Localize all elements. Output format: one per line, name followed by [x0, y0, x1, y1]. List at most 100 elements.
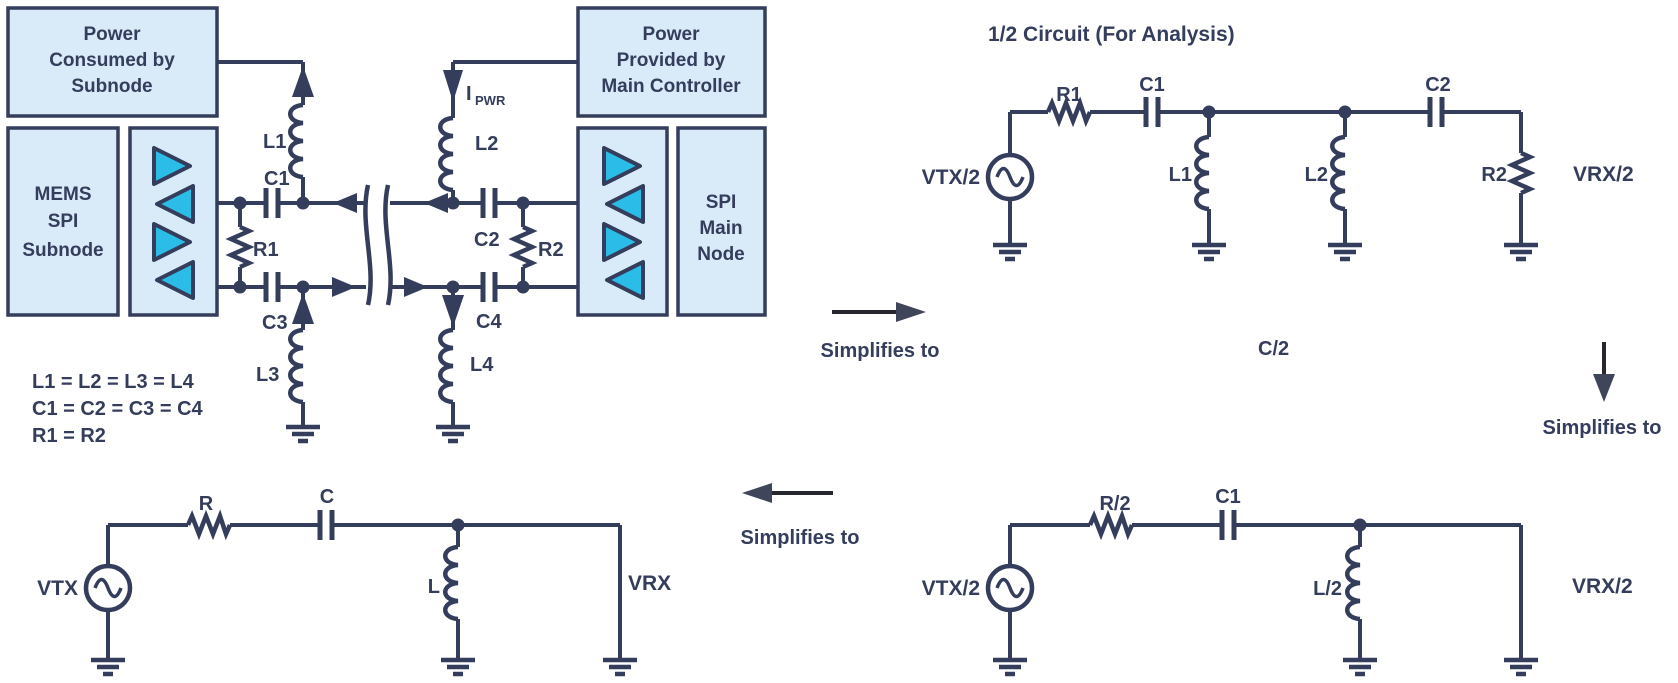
- c-half-annotation: C/2: [1258, 338, 1289, 360]
- vrx-label: VRX: [628, 572, 671, 595]
- r2-label: R2: [538, 239, 564, 261]
- power-consumed-label-line2: Consumed by: [49, 50, 175, 71]
- mems-label-line3: Subnode: [22, 240, 103, 261]
- spi-main-label-line1: SPI: [706, 192, 737, 213]
- c1-quarter-label: C1: [1215, 486, 1241, 508]
- r1-label: R1: [253, 239, 279, 261]
- r2-half-label: R2: [1481, 164, 1507, 186]
- inductor-l2-half: [1332, 137, 1345, 209]
- ground-icon: [1192, 245, 1226, 259]
- spi-bus-block-diagram: Power Consumed by Subnode Power Provided…: [6, 6, 767, 447]
- l2-half-label: L2: [1305, 164, 1328, 186]
- spi-main-node-box: [676, 126, 767, 317]
- c4-label: C4: [476, 311, 502, 333]
- buffer-triangle-right-icon: [602, 146, 642, 186]
- left-arrow-icon: [424, 193, 448, 213]
- vrx2-quarter-label: VRX/2: [1572, 575, 1633, 598]
- l1-half-label: L1: [1169, 164, 1192, 186]
- l2-label: L2: [475, 133, 498, 155]
- left-arrow-icon: [742, 483, 772, 503]
- ac-source-vtx2: [988, 155, 1032, 199]
- equation-capacitors: C1 = C2 = C3 = C4: [32, 398, 204, 420]
- r1-half-label: R1: [1056, 84, 1082, 106]
- current-down-arrow-icon: [442, 295, 464, 327]
- buffer-triangle-left-icon: [605, 260, 645, 300]
- buffer-triangle-left-icon: [155, 184, 195, 224]
- simplifies-left-annotation: Simplifies to: [741, 483, 860, 549]
- inductor-l1-half: [1196, 137, 1209, 209]
- ipwr-symbol: I: [466, 83, 472, 105]
- ground-icon: [1504, 245, 1538, 259]
- ground-icon: [91, 660, 125, 674]
- ground-icon: [993, 660, 1027, 674]
- c1-label: C1: [264, 168, 290, 190]
- power-consumed-label-line1: Power: [83, 24, 141, 45]
- mems-spi-subnode-box: [6, 126, 120, 317]
- power-consumed-label-line3: Subnode: [71, 76, 152, 97]
- ground-icon: [1328, 245, 1362, 259]
- inductor-l: [445, 547, 458, 619]
- ac-source-vtx: [86, 566, 130, 610]
- mems-label-line1: MEMS: [35, 184, 92, 205]
- right-arrow-icon: [896, 302, 926, 322]
- power-consumed-box: [6, 6, 219, 118]
- vtx2-quarter-label: VTX/2: [922, 577, 980, 600]
- right-arrow-icon: [332, 277, 356, 297]
- l3-label: L3: [256, 364, 279, 386]
- buffer-triangle-left-icon: [605, 184, 645, 224]
- inductor-l3: [290, 330, 303, 402]
- buffer-triangle-right-icon: [152, 222, 192, 262]
- r-label: R: [199, 493, 214, 515]
- cable-break-icon: [363, 184, 393, 306]
- simplifies-left-label: Simplifies to: [741, 527, 860, 549]
- ground-icon: [436, 427, 470, 441]
- ground-icon: [1343, 660, 1377, 674]
- inductor-l-half: [1347, 547, 1360, 619]
- l1-label: L1: [263, 131, 286, 153]
- capacitor-c3: [266, 272, 278, 302]
- capacitor-c1-half: [1146, 97, 1158, 127]
- inductor-l2: [440, 118, 453, 190]
- l2-power-branch: I PWR L2: [440, 60, 578, 203]
- c2-half-label: C2: [1425, 74, 1451, 96]
- current-up-arrow-icon: [292, 66, 314, 97]
- inductor-l1: [290, 105, 303, 177]
- simplifies-down-label: Simplifies to: [1543, 417, 1662, 439]
- resistor-r-half: [1090, 516, 1132, 534]
- miso-wire: C1 C2: [217, 168, 578, 251]
- c3-label: C3: [262, 312, 288, 334]
- ground-icon: [1504, 660, 1538, 674]
- l-half-label: L/2: [1313, 578, 1342, 600]
- mainnode-buffer-triangles: [602, 146, 645, 300]
- equation-resistors: R1 = R2: [32, 425, 106, 447]
- vtx-label: VTX: [37, 577, 78, 600]
- capacitor-c1: [266, 188, 278, 218]
- power-provided-label-line1: Power: [642, 24, 700, 45]
- capacitor-c1-quarter: [1222, 510, 1234, 540]
- spi-main-label-line3: Node: [697, 244, 745, 265]
- termination-r1: R1: [231, 203, 279, 287]
- l4-label: L4: [470, 354, 494, 376]
- power-provided-label-line2: Provided by: [617, 50, 726, 71]
- resistor-r2-half: [1512, 153, 1530, 193]
- current-up-arrow-icon: [292, 293, 314, 324]
- vrx2-label: VRX/2: [1573, 163, 1634, 186]
- right-arrow-icon: [404, 277, 428, 297]
- l-label: L: [428, 576, 440, 598]
- left-arrow-icon: [333, 193, 357, 213]
- quarter-circuit: VTX/2 R/2 C1 L/2 VRX/2: [922, 486, 1633, 674]
- termination-r2: R2: [514, 203, 564, 287]
- c1-half-label: C1: [1139, 74, 1165, 96]
- capacitor-c2: [483, 188, 495, 218]
- down-arrow-icon: [1593, 374, 1615, 402]
- inductor-l4: [440, 330, 453, 402]
- half-circuit-title: 1/2 Circuit (For Analysis): [988, 23, 1235, 46]
- mems-label-line2: SPI: [48, 211, 79, 232]
- c-label: C: [320, 486, 334, 508]
- capacitor-c: [320, 510, 332, 540]
- ground-icon: [286, 427, 320, 441]
- half-circuit: 1/2 Circuit (For Analysis) VTX/2 R1 C1 C…: [922, 23, 1634, 259]
- buffer-triangle-right-icon: [152, 146, 192, 186]
- capacitor-c4: [483, 272, 495, 302]
- simplifies-right-label: Simplifies to: [821, 340, 940, 362]
